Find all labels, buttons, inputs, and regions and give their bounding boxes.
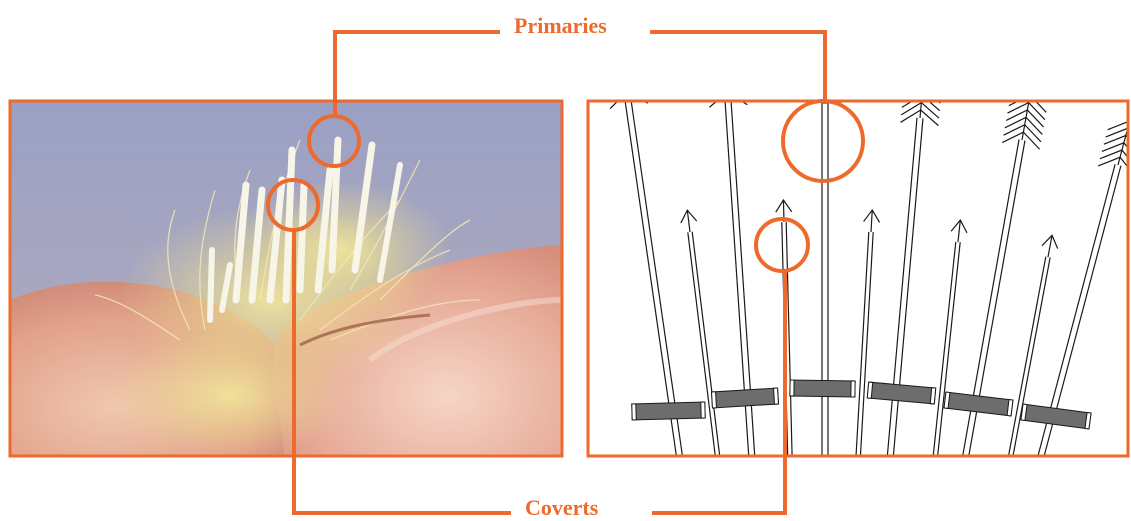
covert-band-segment — [712, 388, 779, 408]
feather-photo — [10, 101, 562, 460]
feather-schematic — [588, 47, 1131, 461]
covert-band-segment — [632, 402, 705, 420]
covert-band-segment — [790, 380, 855, 397]
coverts-label: Coverts — [511, 495, 612, 521]
primaries-label: Primaries — [500, 13, 621, 39]
